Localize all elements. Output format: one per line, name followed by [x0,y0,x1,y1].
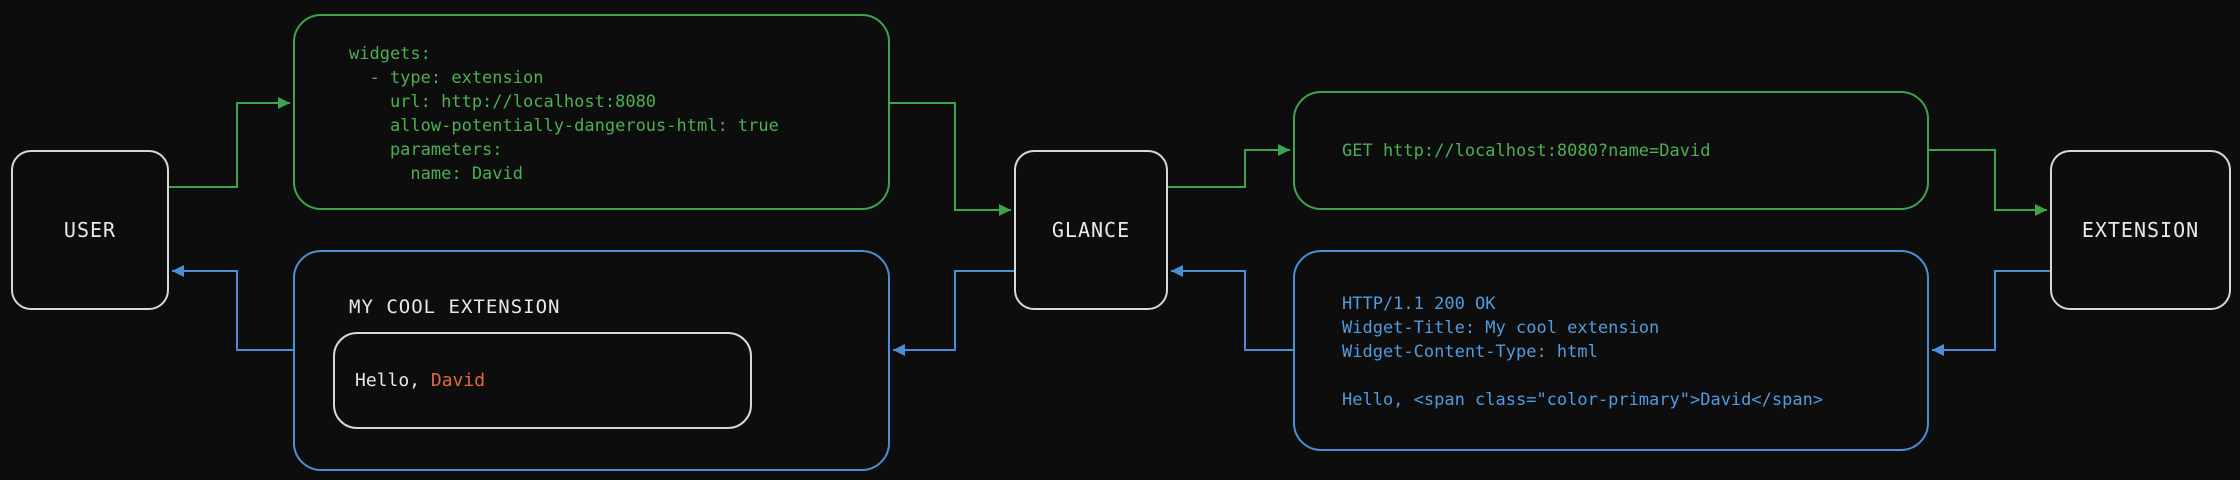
http-response-line: Widget-Title: My cool extension [1342,318,1660,338]
arrow-glance-to-request [1168,144,1290,188]
config-yaml-line: name: David [349,164,523,184]
config-yaml-line: parameters: [349,140,503,160]
arrow-response-to-glance [1171,265,1293,351]
arrow-rendered-to-user [172,265,293,351]
http-response-line: Widget-Content-Type: html [1342,342,1598,362]
widget-title: MY COOL EXTENSION [349,296,561,318]
arrow-user-to-config [169,97,290,188]
arrow-config-to-glance [890,102,1011,216]
http-response-line: HTTP/1.1 200 OK [1342,294,1496,314]
greeting-text: Hello, [355,370,431,391]
arrow-request-to-extension [1929,149,2047,216]
http-response-box: HTTP/1.1 200 OK Widget-Title: My cool ex… [1293,250,1929,451]
extension-node-label: EXTENSION [2081,218,2200,242]
glance-node: GLANCE [1014,150,1168,310]
config-yaml-line: widgets: [349,44,431,64]
rendered-widget-box: MY COOL EXTENSION Hello, David [293,250,890,471]
arrow-glance-to-rendered [893,270,1014,356]
config-yaml-line: url: http://localhost:8080 [349,92,657,112]
http-response-line: Hello, <span class="color-primary">David… [1342,390,1824,410]
greeting-name: David [430,370,486,391]
user-node-label: USER [63,218,117,242]
extension-node: EXTENSION [2050,150,2231,310]
http-request-text: GET http://localhost:8080?name=David [1342,140,1711,161]
http-response-line [1342,364,1907,388]
glance-node-label: GLANCE [1051,218,1131,242]
user-node: USER [11,150,169,310]
widget-frame: Hello, David [333,332,752,429]
http-request-box: GET http://localhost:8080?name=David [1293,91,1929,210]
arrow-extension-to-response [1932,270,2050,356]
config-yaml-line: allow-potentially-dangerous-html: true [349,116,779,136]
config-request-box: widgets: - type: extension url: http://l… [293,14,890,210]
config-yaml-line: - type: extension [349,68,544,88]
